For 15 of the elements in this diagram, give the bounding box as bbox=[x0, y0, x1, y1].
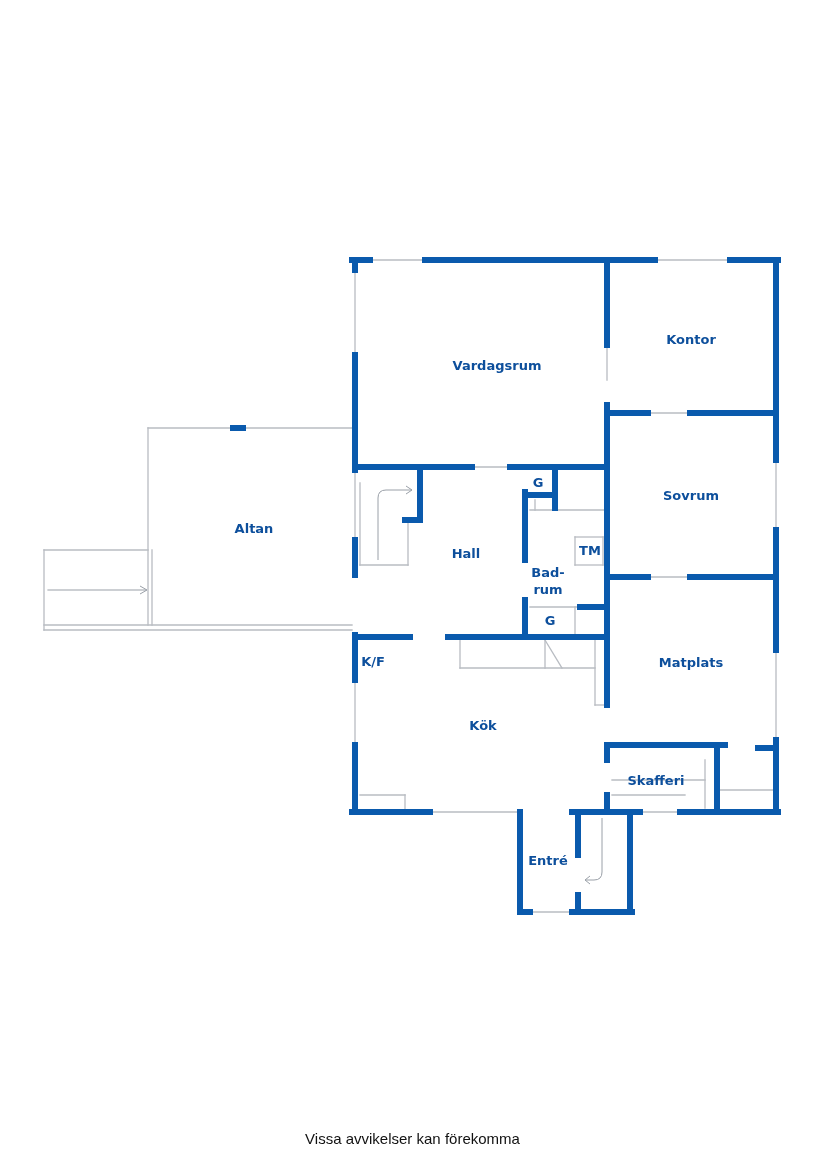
caption: Vissa avvikelser kan förekomma bbox=[304, 1130, 521, 1147]
room-label: Matplats bbox=[658, 653, 724, 671]
room-label: Bad-rum bbox=[530, 564, 566, 598]
room-label: Sovrum bbox=[663, 486, 719, 504]
room-label: K/F bbox=[361, 652, 385, 670]
room-label: Altan bbox=[234, 519, 274, 537]
room-label: Hall bbox=[451, 544, 481, 562]
room-label: TM bbox=[579, 541, 601, 559]
room-label: Entré bbox=[528, 851, 568, 869]
room-label: G bbox=[544, 611, 556, 629]
room-label: Vardagsrum bbox=[452, 356, 542, 374]
room-label: Kontor bbox=[666, 330, 716, 348]
room-label: Skafferi bbox=[627, 771, 685, 789]
room-label: G bbox=[532, 473, 544, 491]
room-label: Kök bbox=[469, 716, 497, 734]
